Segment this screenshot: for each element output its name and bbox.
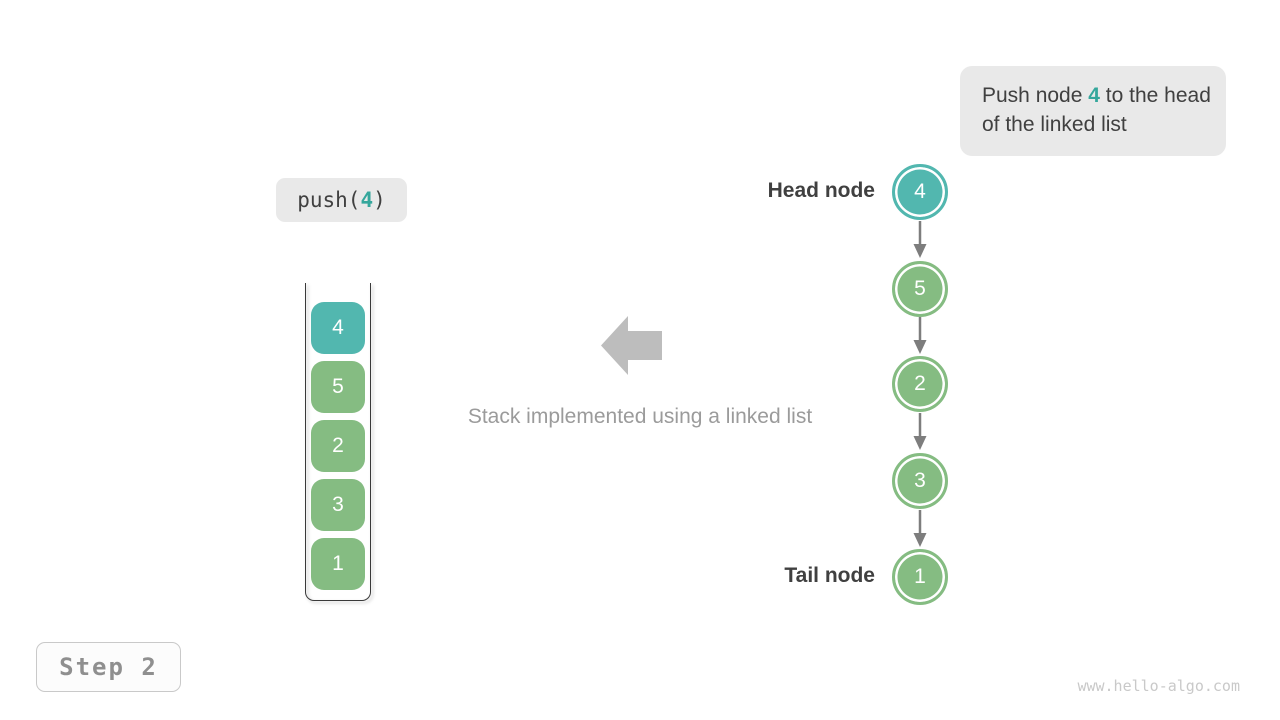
linked-list-node: 5 (892, 261, 948, 317)
linked-list-node: 3 (892, 453, 948, 509)
operation-suffix: ) (373, 188, 386, 212)
down-arrow-icon (913, 317, 927, 354)
down-arrow-icon (913, 413, 927, 450)
watermark-text: www.hello-algo.com (1077, 677, 1240, 695)
left-block-arrow-icon (601, 316, 662, 375)
linked-list-node: 2 (892, 356, 948, 412)
linked-list-node: 4 (892, 164, 948, 220)
stack-item: 2 (311, 420, 365, 472)
stack-item: 4 (311, 302, 365, 354)
stack-item: 3 (311, 479, 365, 531)
caption-text: Stack implemented using a linked list (467, 405, 813, 428)
stack-items: 4 5 2 3 1 (305, 302, 371, 597)
step-badge: Step 2 (36, 642, 181, 692)
note-highlight-value: 4 (1088, 84, 1100, 107)
note-box: Push node 4 to the head of the linked li… (960, 66, 1226, 156)
linked-list-node: 1 (892, 549, 948, 605)
stack-container-frame (305, 283, 371, 601)
tail-node-label: Tail node (784, 564, 875, 587)
push-operation-chip: push(4) (276, 178, 407, 222)
down-arrow-icon (913, 221, 927, 258)
note-text-prefix: Push node (982, 84, 1089, 107)
operation-prefix: push( (297, 188, 361, 212)
stack-item: 5 (311, 361, 365, 413)
head-node-label: Head node (767, 179, 875, 202)
stack-item: 1 (311, 538, 365, 590)
down-arrow-icon (913, 510, 927, 547)
operation-arg: 4 (360, 188, 374, 212)
note-text-suffix: to the head of the linked list (982, 84, 1211, 136)
